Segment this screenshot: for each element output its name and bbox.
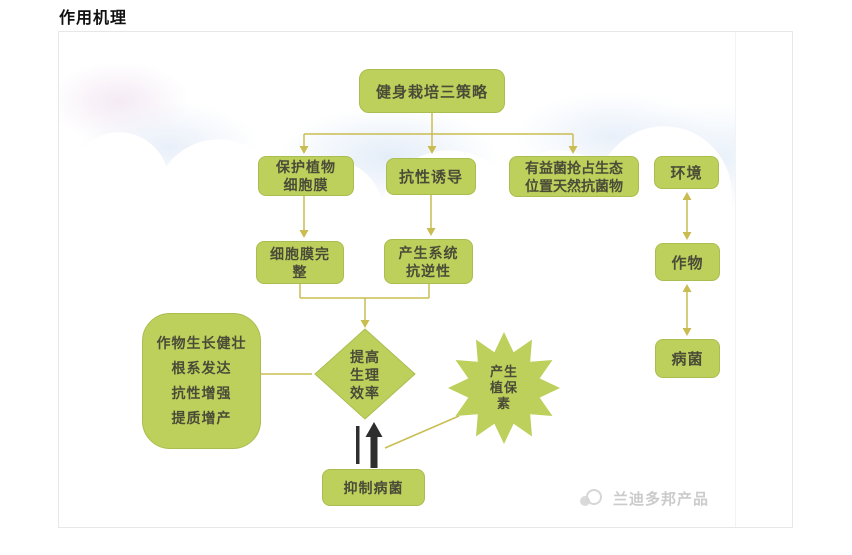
efficiency-diamond-shape xyxy=(314,328,416,420)
node-systemic-stress-resistance: 产生系统 抗逆性 xyxy=(384,239,473,284)
node-crop: 作物 xyxy=(655,243,720,281)
connector-lines xyxy=(261,113,688,449)
node-resistance-induction: 抗性诱导 xyxy=(386,158,476,195)
node-environment: 环境 xyxy=(654,156,719,189)
phytoalexin-starburst-shape xyxy=(448,332,560,444)
node-inhibit-pathogen: 抑制病菌 xyxy=(322,469,425,506)
node-pathogen: 病菌 xyxy=(655,339,720,378)
node-beneficial-bacteria: 有益菌抢占生态 位置天然抗菌物 xyxy=(509,156,639,197)
node-membrane-integrity: 细胞膜完 整 xyxy=(256,241,344,284)
efficiency-diamond-label: 提高 生理 效率 xyxy=(350,349,380,401)
diagram-image: 健身栽培三策略 保护植物 细胞膜 抗性诱导 有益菌抢占生态 位置天然抗菌物 环境… xyxy=(59,32,736,527)
diagram-connectors xyxy=(261,113,692,468)
node-protect-membrane: 保护植物 细胞膜 xyxy=(258,156,354,196)
brand-watermark-text: 兰迪多邦产品 xyxy=(613,490,710,508)
up-arrow-icon xyxy=(356,422,383,468)
node-growth-outcome: 作物生长健壮 根系发达 抗性增强 提质增产 xyxy=(142,313,261,449)
page-title: 作用机理 xyxy=(59,10,128,27)
phytoalexin-star-label: 产生 植保 素 xyxy=(489,364,518,411)
node-strategy: 健身栽培三策略 xyxy=(359,69,505,113)
brand-logo-icon xyxy=(580,487,606,509)
diagram-panel: 健身栽培三策略 保护植物 细胞膜 抗性诱导 有益菌抢占生态 位置天然抗菌物 环境… xyxy=(58,31,793,528)
brand-watermark: 兰迪多邦产品 xyxy=(580,487,709,509)
